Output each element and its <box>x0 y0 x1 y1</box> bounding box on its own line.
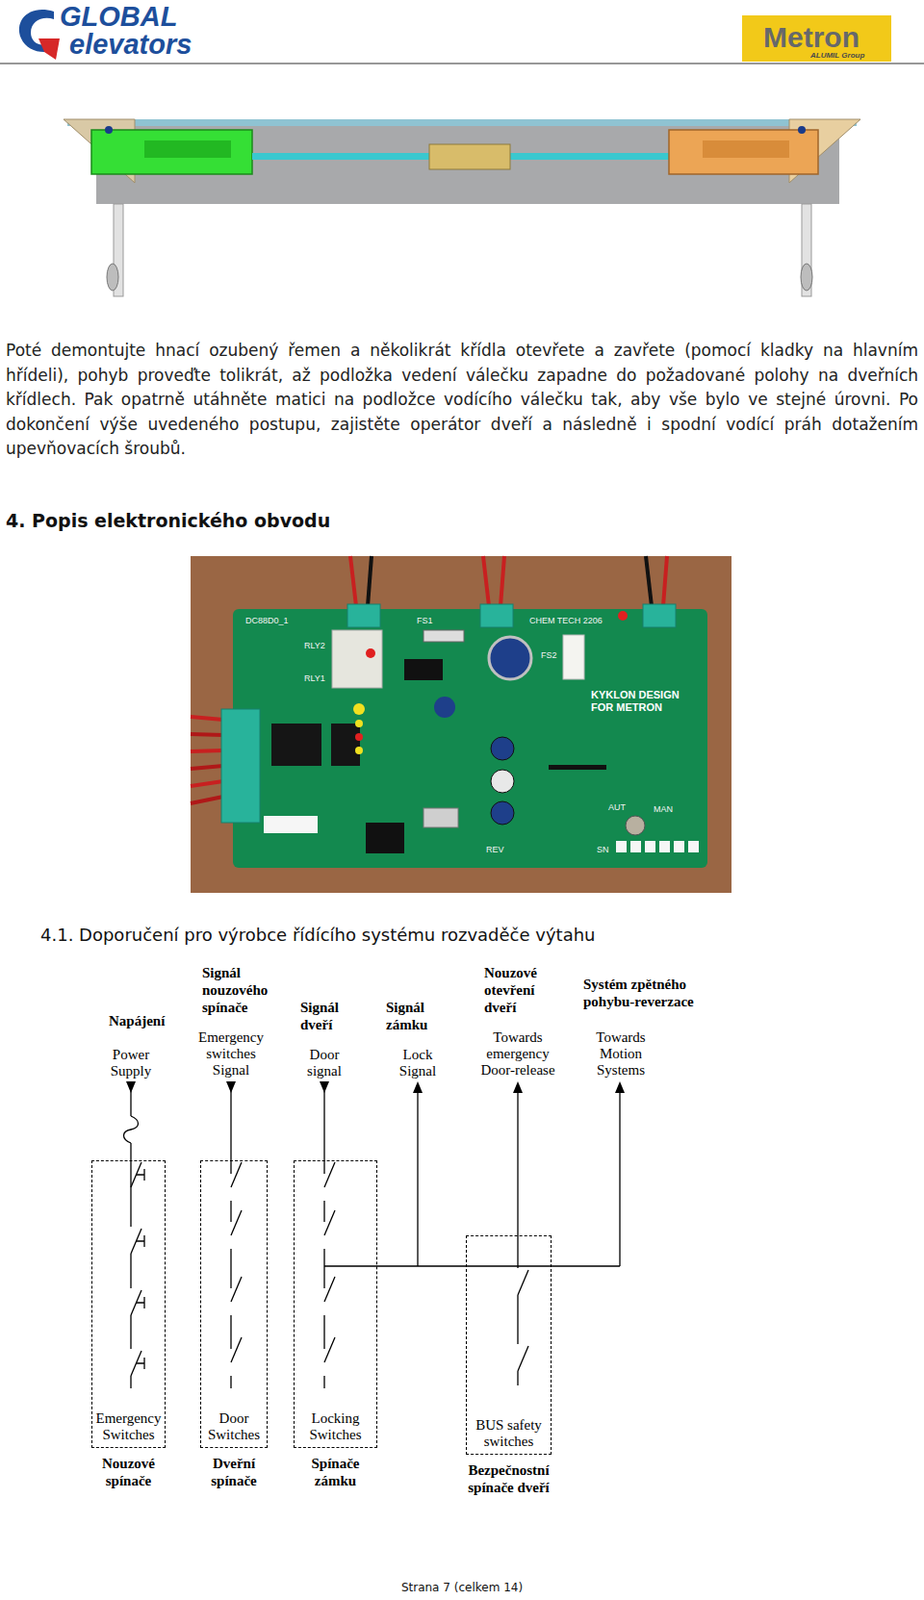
logo-accent <box>38 38 60 60</box>
board-marking: CHEM TECH 2206 <box>529 616 603 626</box>
board-marking: DC88D0_1 <box>245 616 289 626</box>
page-number: Strana 7 (celkem 14) <box>0 1581 924 1595</box>
header-rule <box>0 62 924 64</box>
board-marking: AUT <box>608 802 626 813</box>
dashed-switch-group: Emergency SwitchesNouzové spínače <box>91 1160 166 1449</box>
group-caption: Dveřní spínače <box>199 1455 269 1490</box>
logo-text: Metron <box>763 23 860 52</box>
board-marking: FS1 <box>416 616 434 626</box>
signal-arrowheads <box>126 1081 625 1094</box>
dashed-switch-group: Door SwitchesDveřní spínače <box>200 1160 268 1449</box>
logo-subtext: ALUMIL Group <box>810 51 865 60</box>
signal-name: Lock Signal <box>391 1047 444 1080</box>
body-paragraph: Poté demontujte hnací ozubený řemen a ně… <box>5 338 919 462</box>
group-label: Door Switches <box>203 1411 265 1444</box>
door-operator-illustration <box>61 89 863 302</box>
board-marking: RLY2 <box>304 641 326 651</box>
board-marking: REV <box>486 845 505 855</box>
column-heading: Napájení <box>108 1012 165 1030</box>
group-caption: Nouzové spínače <box>89 1455 169 1490</box>
signal-name: Power Supply <box>100 1047 162 1080</box>
board-marking: RLY1 <box>304 673 326 684</box>
board-marking: FS2 <box>540 650 558 661</box>
logo-text: elevators <box>69 29 192 59</box>
column-heading: Systém zpětného pohybu-reverzace <box>583 975 728 1011</box>
section-heading: 4. Popis elektronického obvodu <box>5 509 331 533</box>
board-marking: SN <box>596 845 610 855</box>
group-label: Emergency Switches <box>94 1411 163 1444</box>
column-heading: Signál dveří <box>300 999 359 1034</box>
logo-box <box>742 15 892 62</box>
group-label: Locking Switches <box>296 1411 375 1444</box>
section-subheading: 4.1. Doporučení pro výrobce řídícího sys… <box>40 924 596 948</box>
group-caption: Bezpečnostní spínače dveří <box>455 1462 564 1497</box>
signal-name: Door signal <box>298 1047 351 1080</box>
signal-name: Emergency switches Signal <box>189 1029 273 1079</box>
signal-name: Towards emergency Door-release <box>475 1029 561 1079</box>
column-heading: Nouzové otevření dveří <box>484 964 565 1017</box>
signal-name: Towards Motion Systems <box>589 1029 653 1079</box>
pcb-photo <box>190 556 732 894</box>
dashed-switch-group: BUS safety switchesBezpečnostní spínače … <box>465 1235 552 1456</box>
board-marking: MAN <box>653 804 673 815</box>
logo-text: GLOBAL <box>59 1 178 31</box>
board-marking: KYKLON DESIGN FOR METRON <box>590 689 697 715</box>
column-heading: Signál nouzového spínače <box>202 964 291 1017</box>
group-caption: Spínače zámku <box>297 1455 375 1490</box>
wire-connector <box>377 1265 466 1267</box>
dashed-switch-group: Locking SwitchesSpínače zámku <box>293 1160 378 1449</box>
column-heading: Signál zámku <box>385 999 444 1034</box>
group-label: BUS safety switches <box>468 1417 549 1451</box>
